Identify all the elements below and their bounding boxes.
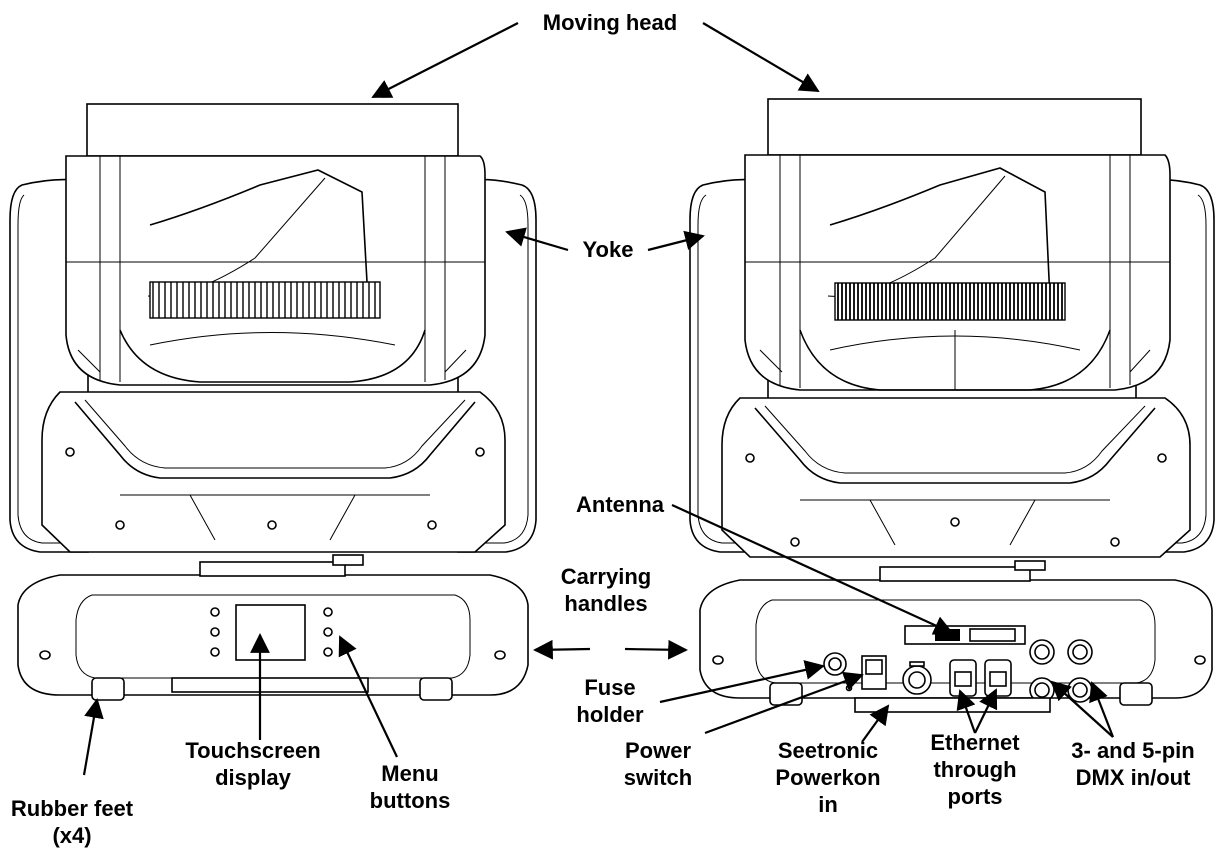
front-moving-head-top — [86, 103, 459, 157]
rear-moving-head-top — [767, 98, 1142, 156]
label-moving-head: Moving head — [543, 10, 677, 35]
front-yoke-lower — [41, 391, 506, 553]
menu-buttons — [210, 607, 333, 657]
label-seetronic-line2: Powerkon — [775, 765, 880, 790]
arrow-menu-buttons — [338, 635, 398, 758]
arrow-moving-head-right — [702, 22, 820, 93]
rear-heat-sink-fins — [834, 282, 1066, 321]
rear-moving-head-body — [744, 154, 1171, 391]
rubber-foot-right — [419, 677, 453, 701]
arrow-ethernet-1 — [956, 689, 977, 734]
arrow-antenna — [671, 503, 954, 635]
arrow-dmx-2 — [1089, 681, 1115, 738]
label-yoke: Yoke — [583, 237, 634, 262]
rear-yoke-lower — [721, 397, 1191, 558]
front-base-bracket — [171, 677, 369, 693]
arrow-handle-left — [533, 639, 591, 660]
label-ethernet-line2: through — [933, 757, 1016, 782]
front-view-fixture — [9, 103, 537, 701]
rubber-foot-left — [91, 677, 125, 701]
label-touchscreen-line2: display — [215, 765, 292, 790]
arrow-ethernet-2 — [974, 688, 998, 734]
label-ethernet-line3: ports — [948, 784, 1003, 809]
arrow-yoke-right — [647, 230, 705, 252]
arrow-yoke-left — [505, 227, 569, 252]
dmx-in-out-connectors — [1029, 639, 1093, 703]
arrow-handle-right — [624, 639, 688, 660]
ethernet-through-ports — [949, 659, 1012, 697]
front-base-neck — [199, 561, 346, 577]
arrow-seetronic — [861, 704, 890, 743]
label-seetronic-line3: in — [818, 792, 838, 817]
callout-labels: Moving head Yoke Antenna Carrying handle… — [11, 10, 1195, 848]
label-dmx-line1: 3- and 5-pin — [1071, 738, 1194, 763]
arrow-rubber-feet — [82, 698, 104, 776]
label-power-switch-line1: Power — [625, 738, 691, 763]
arrow-dmx-1 — [1050, 680, 1114, 738]
front-heat-sink-fins — [149, 281, 381, 319]
label-fuse-holder-line2: holder — [576, 702, 644, 727]
label-dmx-line2: DMX in/out — [1076, 765, 1192, 790]
label-antenna: Antenna — [576, 492, 665, 517]
label-menu-buttons-line1: Menu — [381, 761, 438, 786]
front-moving-head-body — [65, 155, 486, 386]
label-carrying-handles-line1: Carrying — [561, 564, 651, 589]
rear-base-bracket — [854, 697, 1051, 713]
label-touchscreen-line1: Touchscreen — [185, 738, 320, 763]
arrow-power-switch — [704, 671, 864, 735]
label-fuse-holder-line1: Fuse — [584, 675, 635, 700]
touchscreen-display — [235, 604, 306, 661]
arrow-fuse-holder — [659, 660, 825, 704]
rear-view-fixture — [689, 98, 1215, 713]
arrow-moving-head-left — [371, 22, 519, 98]
label-power-switch-line2: switch — [624, 765, 692, 790]
callout-arrows — [82, 22, 1115, 776]
rear-base-neck — [879, 566, 1031, 582]
label-ethernet-line1: Ethernet — [930, 730, 1020, 755]
label-rubber-feet-line1: Rubber feet — [11, 796, 134, 821]
label-menu-buttons-line2: buttons — [370, 788, 451, 813]
label-rubber-feet-line2: (x4) — [52, 823, 91, 848]
label-seetronic-line1: Seetronic — [778, 738, 878, 763]
label-carrying-handles-line2: handles — [564, 591, 647, 616]
